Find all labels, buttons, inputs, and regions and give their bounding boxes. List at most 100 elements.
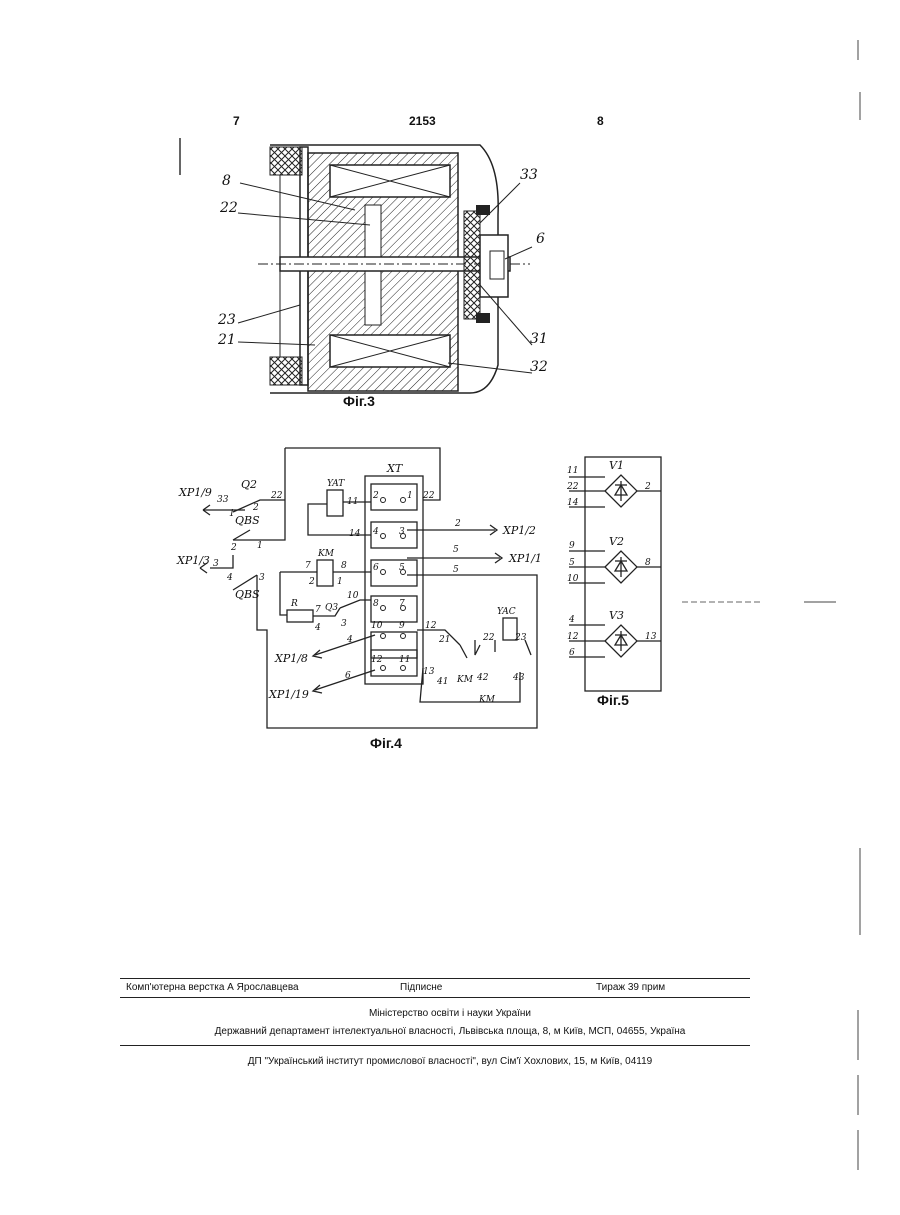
fig4-terminal-9: 9 (399, 621, 405, 631)
fig4-label-21: 21 (438, 635, 450, 645)
fig4-label-3c: 3 (341, 619, 347, 629)
fig4-label-14: 14 (349, 529, 361, 539)
fig4-caption: Фіг.4 (370, 735, 402, 751)
fig4-label-8a: 8 (341, 561, 347, 571)
imprint-rule-middle (120, 997, 750, 998)
fig4-label-7a: 7 (305, 561, 311, 571)
fig4-label-2c: 2 (308, 577, 315, 587)
figure-3-drawing: 8 22 23 21 33 6 31 32 (180, 135, 580, 405)
figure-5-rectifiers: V1 11 22 14 2 V2 9 5 10 8 V3 4 12 6 13 (565, 455, 665, 695)
fig4-label-1b: 1 (257, 541, 263, 551)
fig4-label-yac: YAC (497, 607, 516, 617)
fig4-terminal-2: 2 (372, 491, 379, 501)
fig3-label-6: 6 (536, 231, 545, 247)
fig4-label-xp1-1: XP1/1 (508, 552, 542, 565)
fig4-label-km-b: KM (478, 695, 496, 705)
fig4-terminal-5: 5 (399, 563, 405, 573)
fig5-label-v2: V2 (609, 535, 624, 548)
fig4-terminal-10: 10 (371, 621, 383, 631)
fig4-label-qbs-bottom: QBS (235, 588, 260, 601)
fig4-terminal-3: 3 (399, 527, 405, 537)
fig4-label-10: 10 (347, 591, 359, 601)
fig5-v3-in-6: 6 (569, 648, 575, 658)
fig4-wire-5b: 5 (453, 565, 459, 575)
fig5-v1-in-14: 14 (567, 498, 579, 508)
fig4-label-km-coil: KM (317, 549, 335, 559)
fig3-label-23: 23 (217, 312, 236, 328)
fig4-terminal-8: 8 (373, 599, 379, 609)
imprint-ministry: Міністерство освіти і науки України (0, 1008, 900, 1019)
fig4-terminal-12: 12 (371, 655, 383, 665)
imprint-signed: Підписне (400, 982, 442, 993)
fig4-terminal-1: 1 (407, 491, 413, 501)
fig5-v3-in-4: 4 (568, 615, 575, 625)
fig3-label-21: 21 (217, 332, 236, 348)
fig4-label-qbs-top: QBS (235, 514, 260, 527)
imprint-institute: ДП "Український інститут промислової вла… (0, 1056, 900, 1067)
fig4-label-22c: 22 (482, 633, 495, 643)
fig4-label-7b: 7 (315, 605, 321, 615)
fig4-label-xp1-8: XP1/8 (274, 652, 308, 665)
fig5-caption: Фіг.5 (597, 692, 629, 708)
fig5-v2-in-9: 9 (569, 541, 575, 551)
fig4-label-4a: 4 (226, 573, 233, 583)
fig4-label-33: 33 (217, 495, 229, 505)
fig4-label-41: 41 (436, 677, 448, 687)
fig5-label-v1: V1 (609, 459, 624, 472)
fig3-label-33: 33 (520, 167, 538, 183)
fig4-label-q2: Q2 (241, 478, 257, 491)
imprint-rule-bottom (120, 1045, 750, 1046)
fig5-v3-out-13: 13 (645, 632, 657, 642)
fig4-label-13: 13 (423, 667, 435, 677)
fig4-label-1c: 1 (337, 577, 343, 587)
fig4-label-2a: 2 (252, 503, 259, 513)
imprint-typesetter: Комп'ютерна верстка А Ярославцева (126, 982, 299, 993)
imprint-circulation: Тираж 39 прим (596, 982, 665, 993)
fig4-label-xp1-9: XP1/9 (178, 486, 212, 499)
fig4-label-r: R (290, 599, 298, 609)
fig4-label-42: 42 (476, 673, 489, 683)
figure-4-circuit: XP1/9 33 1 Q2 2 22 QBS 2 1 XP1/3 3 4 3 Q… (175, 440, 560, 740)
fig4-label-1: 1 (229, 509, 235, 519)
fig4-label-6: 6 (345, 671, 351, 681)
fig4-label-q3: Q3 (325, 603, 338, 613)
fig3-label-22: 22 (219, 200, 238, 216)
fig4-label-xp1-3: XP1/3 (176, 554, 210, 567)
fig5-v2-out-8: 8 (645, 558, 651, 568)
fig4-label-3b: 3 (259, 573, 265, 583)
fig4-label-2b: 2 (230, 543, 237, 553)
fig4-wire-2: 2 (454, 519, 461, 529)
fig4-label-4c: 4 (346, 635, 353, 645)
fig4-label-43: 43 (512, 673, 525, 683)
fig4-label-4b: 4 (314, 623, 321, 633)
fig3-label-32: 32 (530, 359, 548, 375)
fig4-label-km-a: KM (456, 675, 474, 685)
fig4-label-xt: XT (386, 462, 404, 475)
fig4-terminal-7: 7 (399, 599, 405, 609)
fig5-v3-in-12: 12 (567, 632, 579, 642)
fig5-v2-in-5: 5 (569, 558, 575, 568)
fig4-wire-5a: 5 (453, 545, 459, 555)
fig5-v1-in-11: 11 (567, 466, 578, 476)
fig4-label-xp1-19: XP1/19 (268, 688, 309, 701)
fig5-v1-out-2: 2 (644, 482, 651, 492)
fig4-label-xp1-2: XP1/2 (502, 524, 536, 537)
fig3-label-8: 8 (222, 173, 231, 189)
fig4-label-3a: 3 (213, 559, 219, 569)
fig4-label-11: 11 (347, 497, 358, 507)
fig3-caption: Фіг.3 (343, 393, 375, 409)
fig5-v2-in-10: 10 (567, 574, 579, 584)
fig4-label-12: 12 (425, 621, 437, 631)
fig4-terminal-6: 6 (373, 563, 379, 573)
fig4-terminal-11: 11 (399, 655, 410, 665)
fig4-label-23: 23 (514, 633, 527, 643)
fig5-v1-in-22: 22 (566, 482, 579, 492)
fig4-label-22b: 22 (422, 491, 435, 501)
fig4-terminal-4: 4 (372, 527, 379, 537)
fig4-label-yat: YAT (327, 479, 345, 489)
fig4-label-22a: 22 (270, 491, 283, 501)
fig3-label-31: 31 (530, 331, 548, 347)
imprint-department: Державний департамент інтелектуальної вл… (0, 1026, 900, 1037)
fig5-label-v3: V3 (609, 609, 624, 622)
imprint-rule-top (120, 978, 750, 979)
